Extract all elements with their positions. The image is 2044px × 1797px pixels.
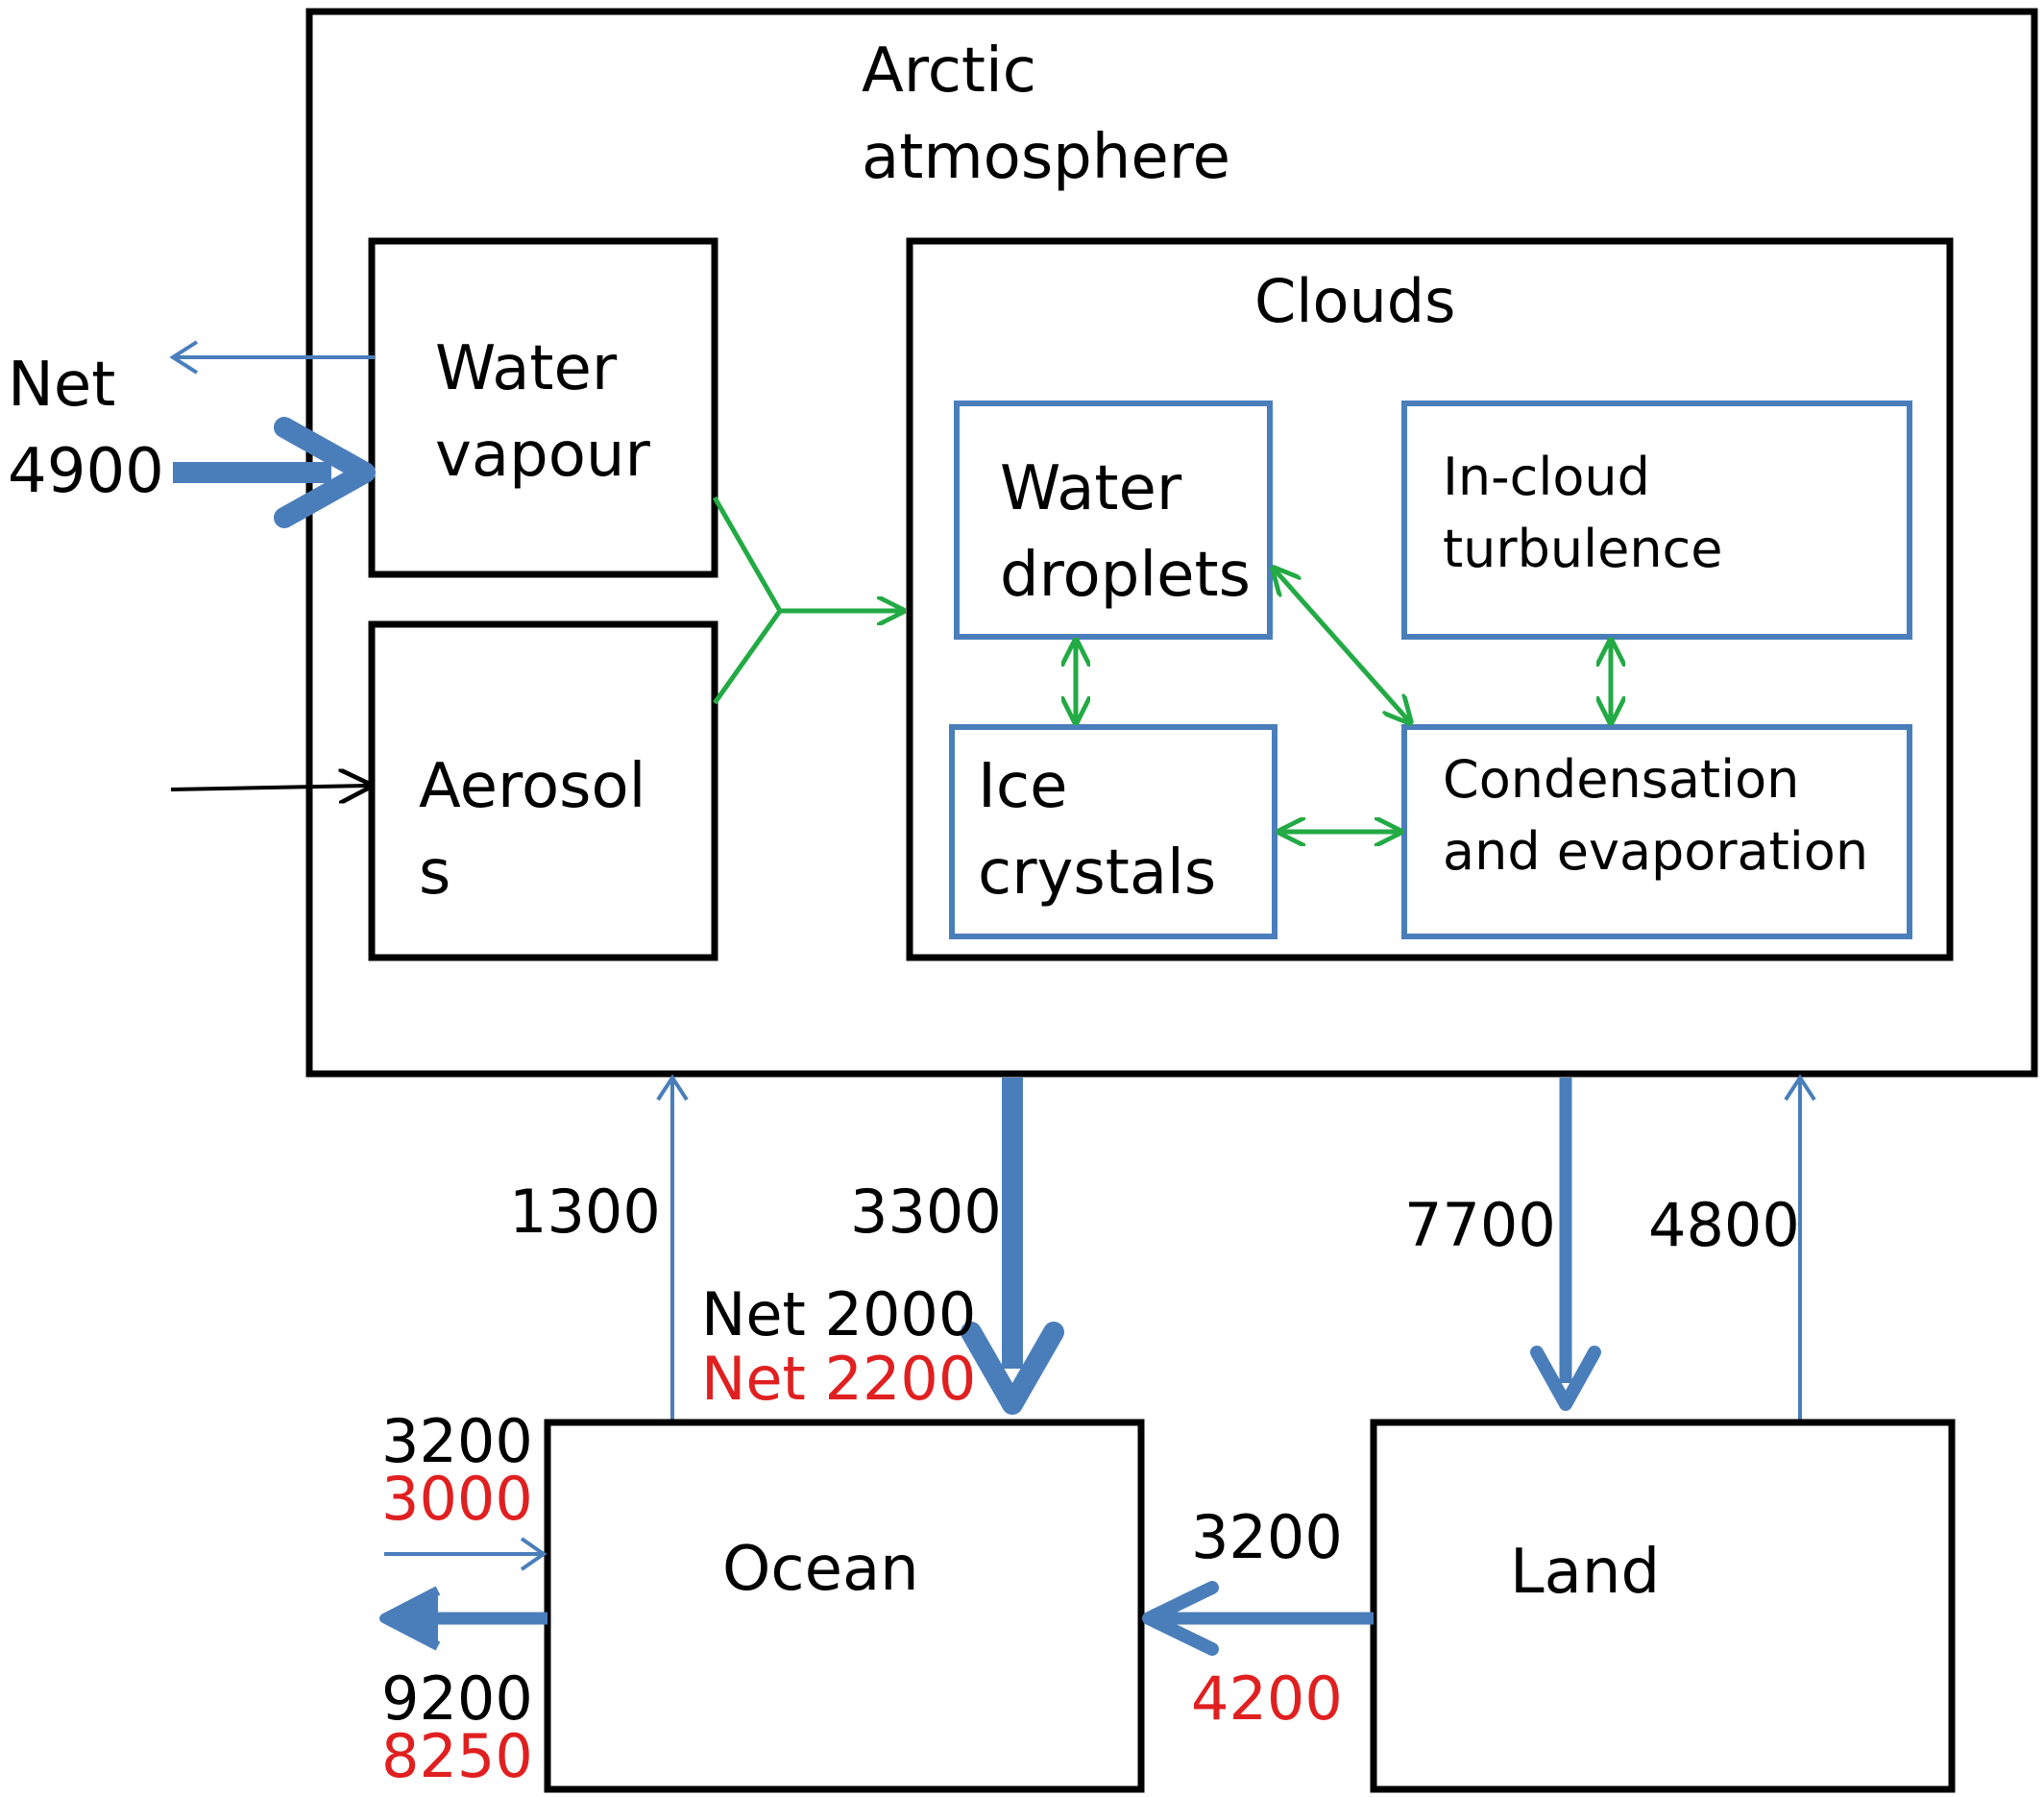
atmosphere-box xyxy=(305,8,2038,1078)
water-vapour-line1: Water xyxy=(435,333,618,404)
condensation-box xyxy=(1401,724,1912,939)
land-label: Land xyxy=(1510,1537,1660,1608)
water-vapour-box xyxy=(368,237,718,578)
land-box xyxy=(1370,1419,1956,1793)
land-to-ocean-black: 3200 xyxy=(1191,1502,1343,1572)
net-input-value: 4900 xyxy=(8,436,164,507)
ocean-in-red: 3000 xyxy=(381,1464,533,1534)
ocean-box xyxy=(544,1419,1145,1793)
water-vapour-line2: vapour xyxy=(435,420,650,491)
water-droplets-line1: Water xyxy=(1000,453,1182,524)
land-up-arrowhead xyxy=(1784,1074,1816,1102)
atmosphere-title-line1: Arctic xyxy=(862,36,1036,107)
ocean-up-value: 1300 xyxy=(509,1177,661,1247)
ice-crystals-box xyxy=(949,724,1278,939)
in-cloud-turbulence-line1: In-cloud xyxy=(1443,447,1650,507)
vapour-to-merge xyxy=(712,496,783,613)
land-up-value: 4800 xyxy=(1648,1190,1800,1260)
ice-crystals-line2: crystals xyxy=(978,838,1216,909)
ice-crystals-line1: Ice xyxy=(978,751,1067,822)
ocean-out-red: 8250 xyxy=(381,1721,533,1791)
ocean-down-value: 3300 xyxy=(850,1177,1002,1247)
ocean-up-arrowhead xyxy=(656,1074,689,1102)
land-to-ocean-red: 4200 xyxy=(1191,1663,1343,1734)
ocean-out-black: 9200 xyxy=(381,1663,533,1734)
aerosols-line1: Aerosol xyxy=(419,751,645,822)
clouds-box xyxy=(906,237,1954,961)
condensation-line2: and evaporation xyxy=(1443,821,1868,882)
vapour-out-arrowhead xyxy=(169,340,199,375)
ocean-out-arrowhead xyxy=(379,1586,441,1651)
land-down-arrowhead xyxy=(1530,1346,1601,1411)
atmosphere-title-line2: atmosphere xyxy=(862,122,1230,193)
ocean-net-red: Net 2200 xyxy=(701,1344,976,1414)
aerosols-to-merge xyxy=(712,609,783,705)
ocean-net-black: Net 2000 xyxy=(701,1279,976,1349)
ocean-in-black: 3200 xyxy=(381,1406,533,1476)
in-cloud-turbulence-box xyxy=(1401,401,1912,640)
in-cloud-turbulence-line2: turbulence xyxy=(1443,519,1722,579)
ocean-in-arrowhead xyxy=(520,1537,548,1571)
droplets-condensation-arrow xyxy=(1274,569,1410,722)
land-down-value: 7700 xyxy=(1404,1190,1556,1260)
net-input-label: Net xyxy=(8,350,115,421)
water-droplets-line2: droplets xyxy=(1000,540,1251,611)
aerosols-line2: s xyxy=(419,838,450,909)
ocean-down-arrowhead xyxy=(961,1322,1064,1415)
condensation-line1: Condensation xyxy=(1443,749,1799,810)
clouds-title: Clouds xyxy=(1254,266,1455,336)
vapour-in-arrowhead xyxy=(274,417,376,528)
land-to-ocean-arrowhead xyxy=(1142,1581,1219,1656)
water-droplets-box xyxy=(954,401,1273,640)
ocean-label: Ocean xyxy=(722,1534,919,1605)
aerosols-in-arrow xyxy=(170,786,370,789)
